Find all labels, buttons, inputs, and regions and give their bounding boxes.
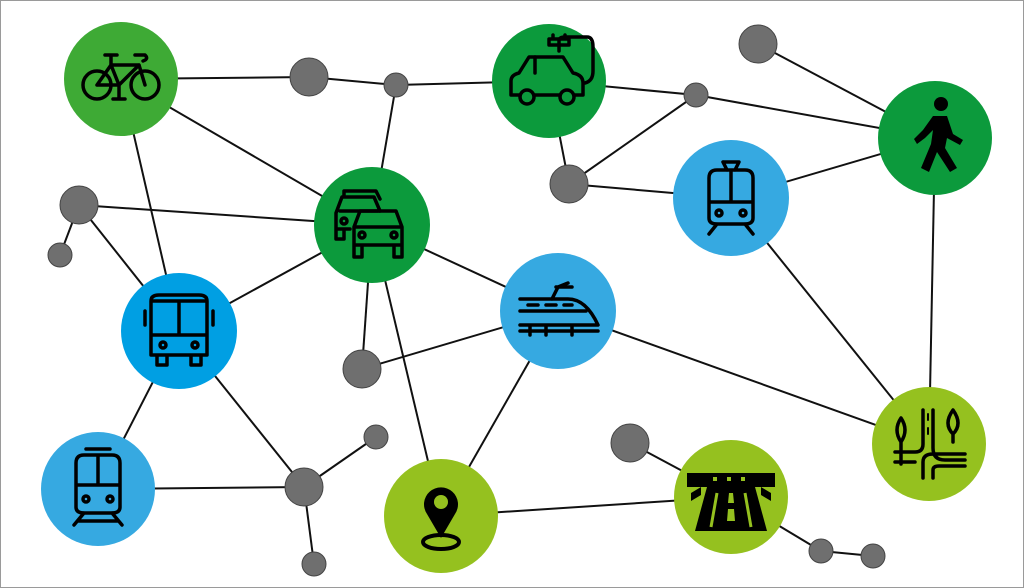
node-bike <box>64 22 178 136</box>
car-traffic-icon <box>334 189 404 259</box>
nodes <box>41 22 992 577</box>
node-pin <box>384 459 498 573</box>
node-metro <box>41 432 155 546</box>
hub-node <box>301 551 327 577</box>
node-circle <box>872 387 986 501</box>
hub-node <box>808 538 834 564</box>
high-speed-train-icon <box>518 281 600 337</box>
hub-node <box>549 164 589 204</box>
node-tram <box>673 140 789 256</box>
node-bus <box>121 273 237 389</box>
hub-node <box>363 424 389 450</box>
hub-node <box>683 82 709 108</box>
metro-icon <box>72 447 124 527</box>
hub-node <box>738 24 778 64</box>
node-circle <box>64 22 178 136</box>
node-ecar <box>492 24 606 138</box>
node-circle <box>314 167 430 283</box>
electric-car-icon <box>509 33 595 106</box>
hub-node <box>383 72 409 98</box>
hub-node <box>342 349 382 389</box>
hub-node <box>610 423 650 463</box>
edge-g4-g5 <box>568 94 697 185</box>
node-walk <box>878 81 992 195</box>
bus-icon <box>143 293 215 367</box>
hub-node <box>59 185 99 225</box>
node-circle <box>41 432 155 546</box>
node-highway <box>674 440 788 554</box>
green-paths-icon <box>893 408 967 480</box>
highway-icon <box>687 473 775 531</box>
hub-node <box>860 543 886 569</box>
node-cars <box>314 167 430 283</box>
node-circle <box>492 24 606 138</box>
bicycle-icon <box>81 53 161 101</box>
hub-node <box>284 467 324 507</box>
node-hst <box>500 253 616 369</box>
pedestrian-icon <box>914 97 963 172</box>
hub-node <box>47 242 73 268</box>
location-pin-icon <box>421 487 461 551</box>
node-paths <box>872 387 986 501</box>
hub-node <box>289 57 329 97</box>
edge-hst-paths <box>557 310 930 445</box>
tram-icon <box>707 160 755 236</box>
